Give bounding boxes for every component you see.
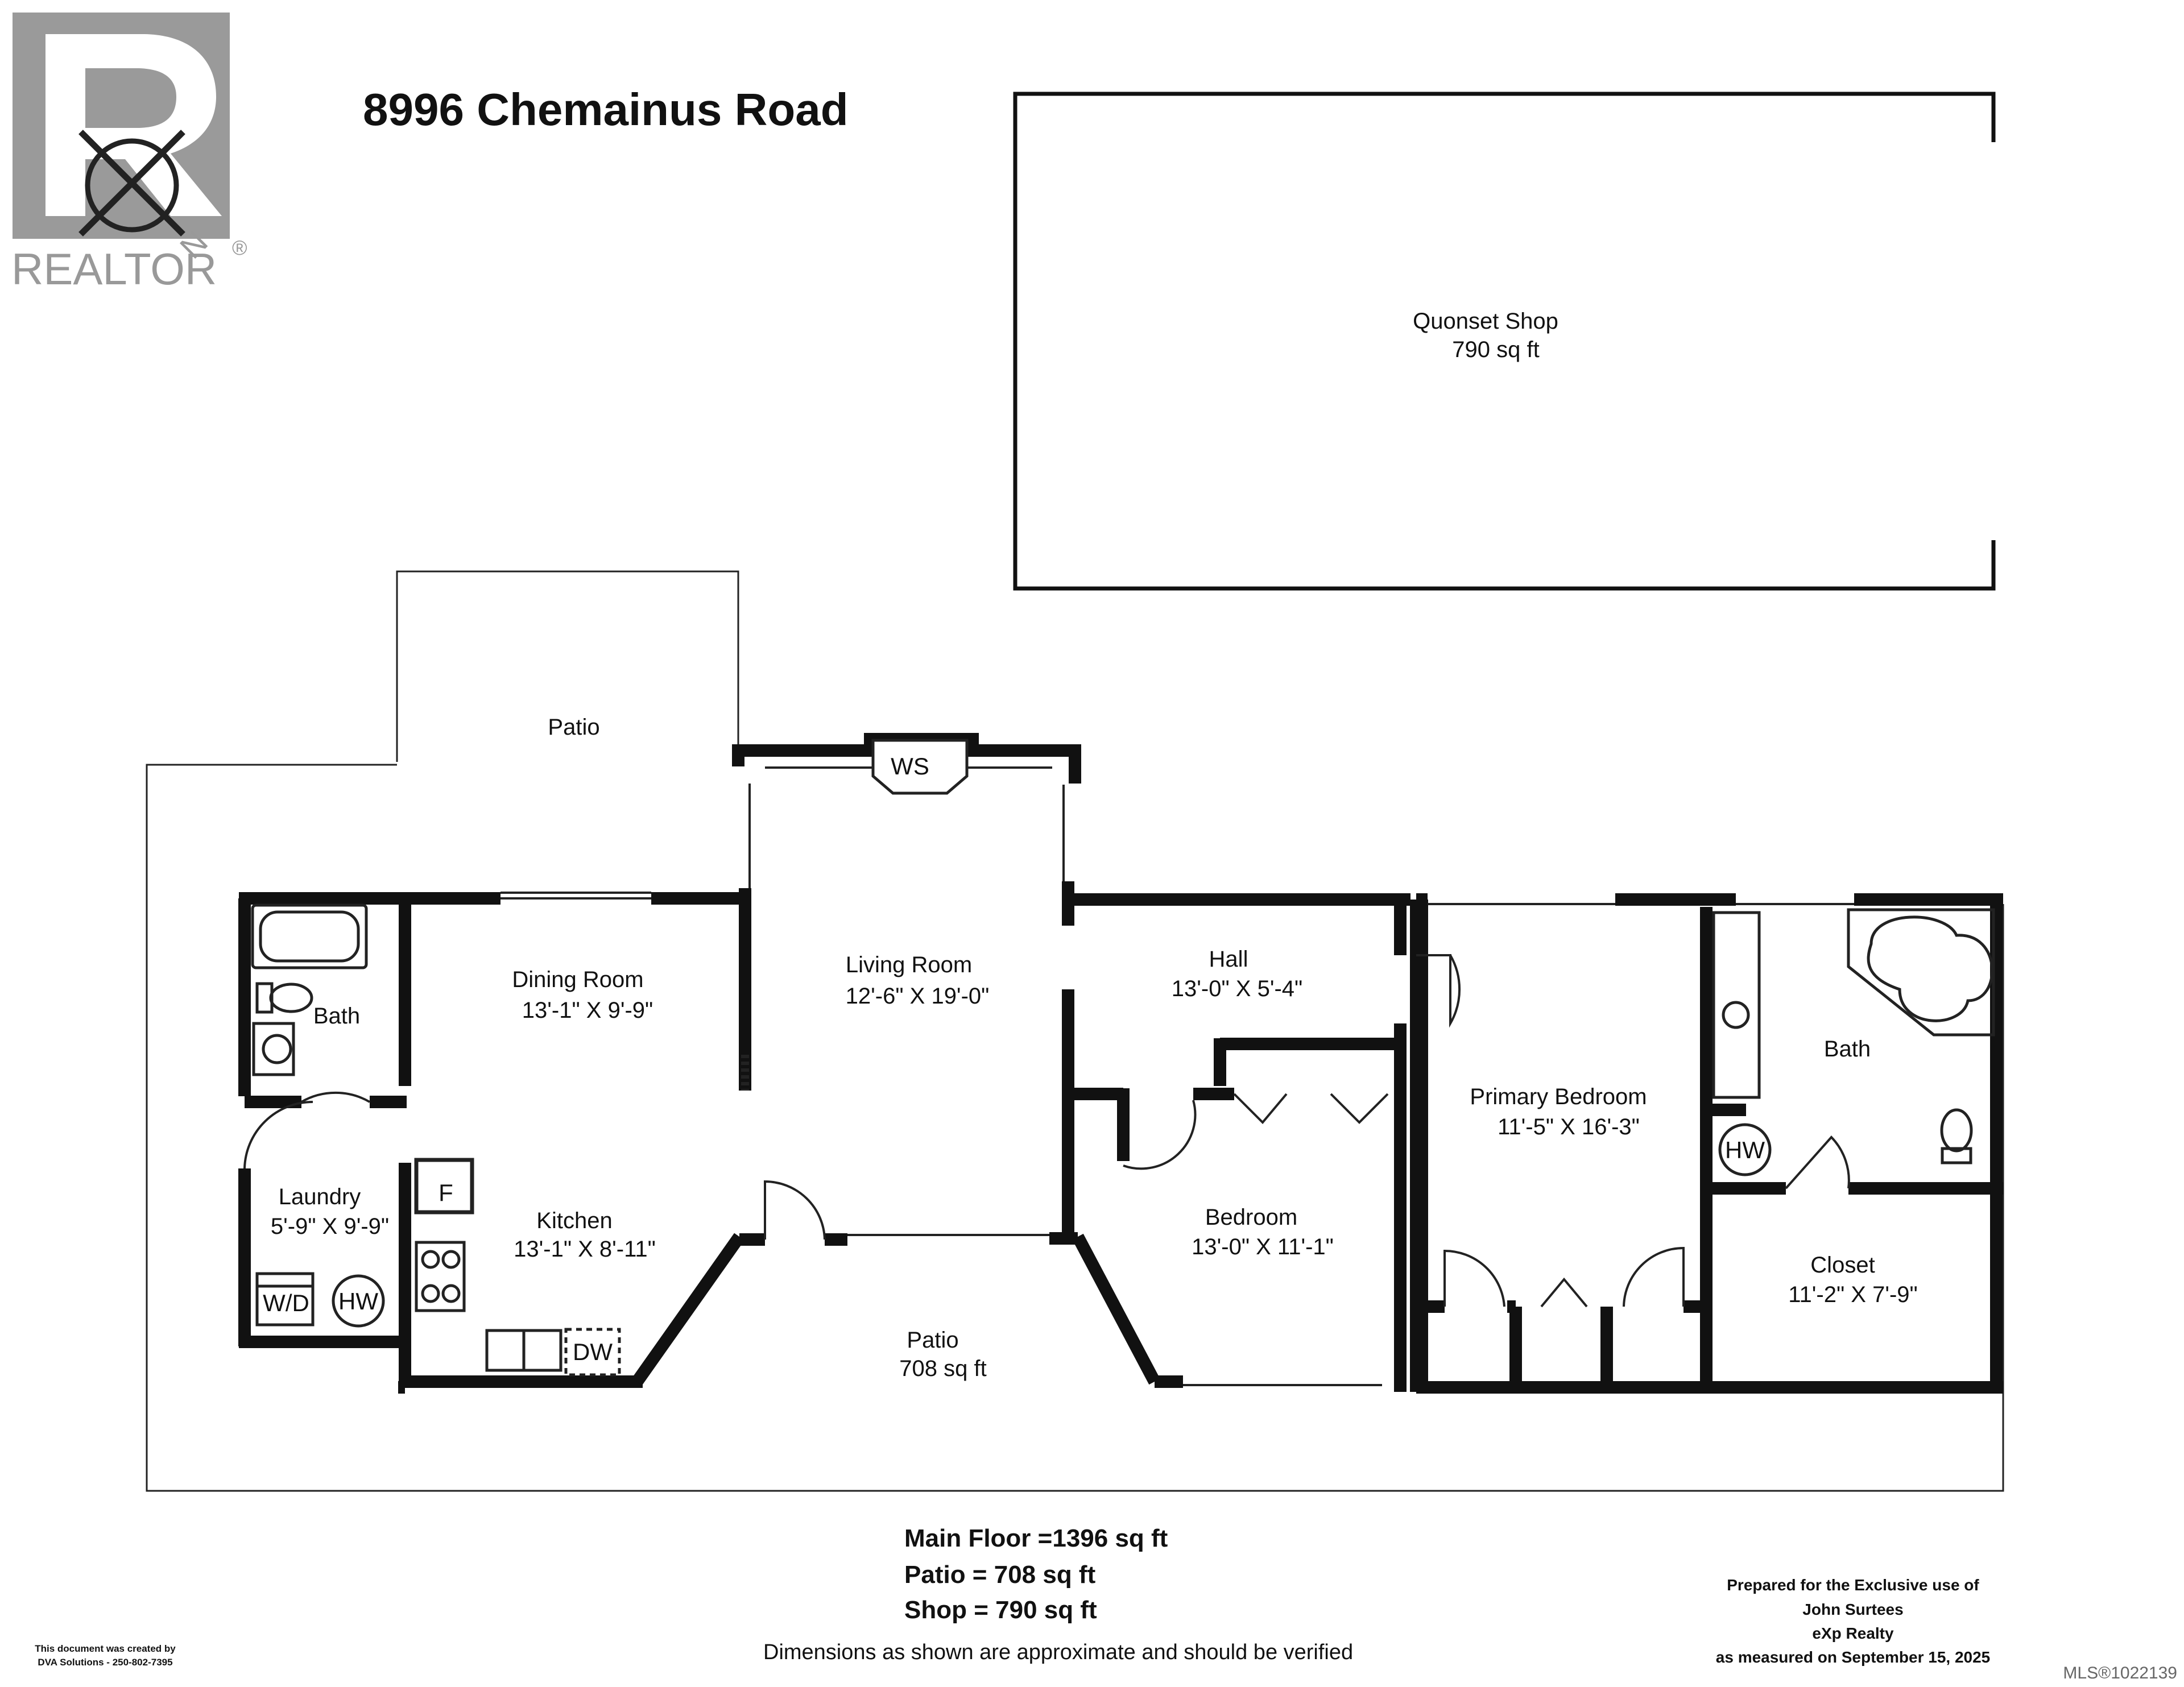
quonset-label: Quonset Shop — [1413, 309, 1558, 334]
prepared-line-3: eXp Realty — [1812, 1624, 1894, 1642]
closet-size: 11'-2" X 7'-9" — [1788, 1282, 1917, 1307]
patio-bottom-size: 708 sq ft — [899, 1356, 986, 1381]
summary-main-floor: Main Floor =1396 sq ft — [904, 1524, 1168, 1552]
door-swings — [243, 766, 1854, 1386]
washer-dryer-label: W/D — [263, 1290, 309, 1316]
hot-water-left-label: HW — [338, 1288, 378, 1315]
primary-bedroom-label: Primary Bedroom — [1470, 1084, 1647, 1109]
dishwasher-label: DW — [573, 1338, 613, 1365]
patio-outline — [146, 570, 2004, 1492]
summary-patio: Patio = 708 sq ft — [904, 1561, 1096, 1589]
mls-number: MLS®1022139 — [2063, 1664, 2177, 1682]
bath-right-label: Bath — [1824, 1037, 1871, 1062]
bedroom-size: 13'-0" X 11'-1" — [1192, 1234, 1334, 1259]
laundry-size: 5'-9" X 9'-9" — [271, 1214, 389, 1239]
house-walls — [238, 733, 2003, 1394]
patio-bottom-label: Patio — [907, 1328, 958, 1353]
disclaimer-text: Dimensions as shown are approximate and … — [763, 1640, 1353, 1664]
bedroom-label: Bedroom — [1205, 1205, 1297, 1230]
bath-left-label: Bath — [313, 1004, 360, 1029]
prepared-line-2: John Surtees — [1802, 1601, 1903, 1618]
kitchen-label: Kitchen — [536, 1208, 612, 1233]
hot-water-right-label: HW — [1725, 1137, 1765, 1163]
hall-size: 13'-0" X 5'-4" — [1172, 976, 1302, 1001]
closet-label: Closet — [1810, 1253, 1875, 1278]
kitchen-size: 13'-1" X 8'-11" — [514, 1237, 656, 1262]
realtor-logo: REALTOR ® N — [11, 13, 247, 294]
living-room-label: Living Room — [846, 952, 972, 977]
patio-top-label: Patio — [548, 715, 599, 740]
fixtures — [251, 739, 1995, 1377]
registered-mark: ® — [232, 236, 247, 259]
living-room-size: 12'-6" X 19'-0" — [846, 984, 990, 1009]
prepared-line-4: as measured on September 15, 2025 — [1716, 1648, 1990, 1666]
summary-shop: Shop = 790 sq ft — [904, 1596, 1097, 1624]
dining-room-label: Dining Room — [512, 967, 643, 992]
laundry-label: Laundry — [279, 1184, 361, 1209]
quonset-size: 790 sq ft — [1452, 337, 1539, 362]
hall-label: Hall — [1209, 947, 1248, 972]
credit-line-2: DVA Solutions - 250-802-7395 — [38, 1657, 172, 1668]
property-title: 8996 Chemainus Road — [363, 84, 849, 135]
fridge-label: F — [439, 1179, 453, 1206]
realtor-logo-text: REALTOR — [11, 244, 217, 294]
dining-room-size: 13'-1" X 9'-9" — [522, 998, 653, 1023]
woodstove-label: WS — [891, 753, 929, 780]
quonset-shop — [1013, 92, 1996, 591]
primary-bedroom-size: 11'-5" X 16'-3" — [1498, 1114, 1640, 1139]
prepared-line-1: Prepared for the Exclusive use of — [1727, 1576, 1979, 1594]
credit-line-1: This document was created by — [35, 1643, 176, 1654]
